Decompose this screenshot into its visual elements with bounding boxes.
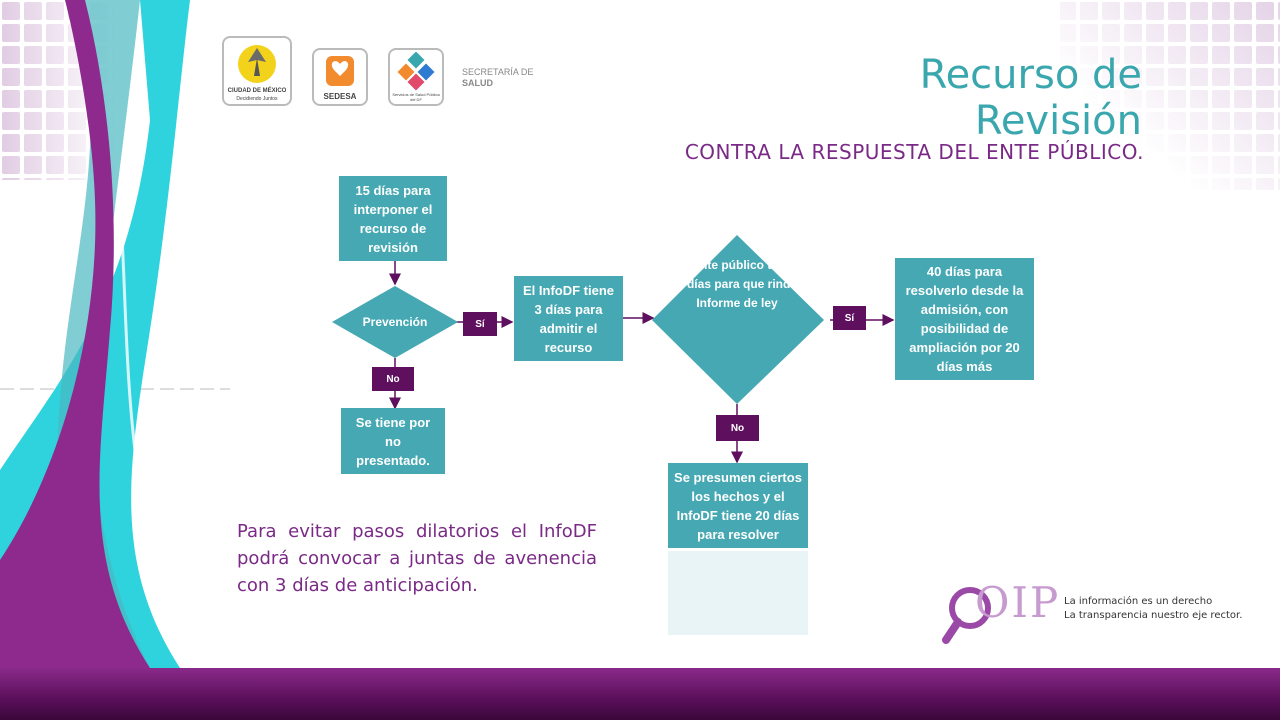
note-juntas-avenencia: Para evitar pasos dilatorios el InfoDF p… — [237, 521, 597, 596]
box-presumen-hechos: Se presumen ciertos los hechos y el Info… — [668, 463, 808, 548]
tag-si-prevencion: Sí — [463, 312, 497, 336]
diamond-ente-shape — [652, 235, 824, 404]
footer-bar — [0, 668, 1280, 720]
servicios-salud-logo: Servicios de Salud Pública del DF — [388, 48, 444, 106]
box-presumen-reflection — [668, 551, 808, 635]
oip-slogan: La información es un derecho La transpar… — [1064, 596, 1243, 621]
oip-logo: OIP — [975, 578, 1061, 627]
page-title: Recurso de Revisión — [919, 52, 1142, 144]
box-infodf-admitir: El InfoDF tiene 3 días para admitir el r… — [514, 276, 623, 361]
cdmx-logo: CIUDAD DE MÉXICO Decidiendo Juntos — [222, 36, 292, 106]
secretaria-salud-logo: SECRETARÍA DE SALUD — [462, 67, 534, 88]
diamond-prevencion-shape — [332, 286, 458, 358]
diamond-ente: El ente público tiene 5 días para que ri… — [676, 258, 798, 310]
diamond-prevencion: Prevención — [362, 315, 428, 329]
tag-no-ente: No — [716, 415, 759, 441]
tag-si-ente: Sí — [833, 306, 866, 330]
box-no-presentado: Se tiene por no presentado. — [341, 408, 445, 474]
box-resolver-40-dias: 40 días para resolverlo desde la admisió… — [895, 258, 1034, 380]
box-plazo: 15 días para interponer el recurso de re… — [339, 176, 447, 261]
magnifier-icon — [942, 587, 991, 644]
sedesa-logo: SEDESA — [312, 48, 368, 106]
page-subtitle: CONTRA LA RESPUESTA DEL ENTE PÚBLICO. — [684, 140, 1144, 164]
tag-no-prevencion: No — [372, 367, 414, 391]
